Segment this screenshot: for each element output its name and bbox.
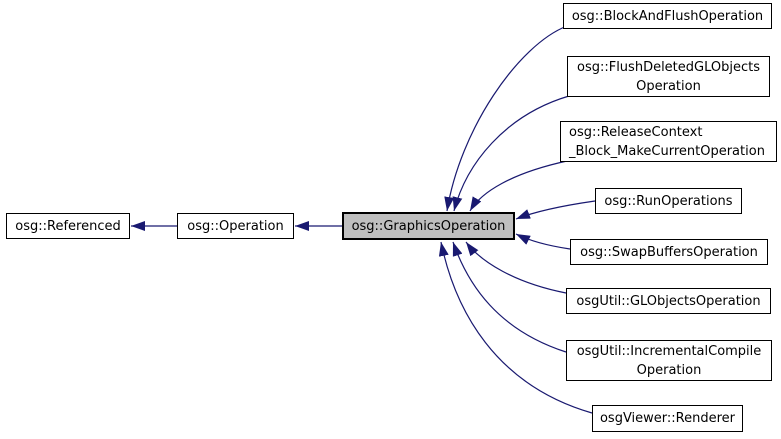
node-label: osg::Referenced	[15, 218, 121, 234]
node-osg-graphicsoperation-selected: osg::GraphicsOperation	[342, 212, 515, 240]
node-osgutil-globjectsoperation[interactable]: osgUtil::GLObjectsOperation	[566, 288, 771, 314]
node-label: Operation	[636, 362, 702, 378]
node-label: osg::RunOperations	[604, 193, 733, 209]
edge-runoperations-to-graphicsoperation	[515, 200, 596, 220]
edge-swapbuffers-to-graphicsoperation	[515, 233, 571, 250]
node-osgviewer-renderer[interactable]: osgViewer::Renderer	[592, 405, 743, 432]
edge-blockandflush-to-graphicsoperation	[444, 25, 568, 212]
node-label: Operation	[636, 78, 701, 94]
node-label: osg::FlushDeletedGLObjects	[576, 59, 760, 75]
node-label: osg::ReleaseContext	[569, 124, 703, 140]
node-label: osg::SwapBuffersOperation	[580, 244, 758, 260]
node-osg-blockandflushoperation[interactable]: osg::BlockAndFlushOperation	[563, 3, 772, 29]
node-osg-runoperations[interactable]: osg::RunOperations	[595, 188, 742, 214]
node-label: osg::GraphicsOperation	[351, 218, 506, 234]
node-osg-flushdeletedglobjectsoperation[interactable]: osg::FlushDeletedGLObjects Operation	[567, 56, 770, 97]
node-label: osgUtil::IncrementalCompile	[576, 343, 762, 359]
node-osgutil-incrementalcompileoperation[interactable]: osgUtil::IncrementalCompile Operation	[566, 340, 772, 381]
node-label: osgUtil::GLObjectsOperation	[576, 293, 761, 309]
edge-renderer-to-graphicsoperation	[438, 241, 593, 414]
node-osg-releasecontext-block-makecurrentoperation[interactable]: osg::ReleaseContext _Block_MakeCurrentOp…	[560, 121, 777, 162]
node-label: osg::BlockAndFlushOperation	[571, 8, 764, 24]
node-label: osgViewer::Renderer	[599, 411, 736, 426]
node-osg-referenced[interactable]: osg::Referenced	[6, 213, 130, 239]
edge-releasecontext-to-graphicsoperation	[469, 160, 568, 212]
node-osg-swapbuffersoperation[interactable]: osg::SwapBuffersOperation	[570, 239, 768, 265]
node-osg-operation[interactable]: osg::Operation	[177, 213, 294, 239]
edge-flushdeletedglobjects-to-graphicsoperation	[452, 95, 570, 212]
node-label: osg::Operation	[187, 218, 284, 234]
node-label: _Block_MakeCurrentOperation	[569, 143, 765, 159]
edge-globjectsoperation-to-graphicsoperation	[465, 241, 567, 294]
edge-incrementalcompile-to-graphicsoperation	[452, 241, 567, 353]
